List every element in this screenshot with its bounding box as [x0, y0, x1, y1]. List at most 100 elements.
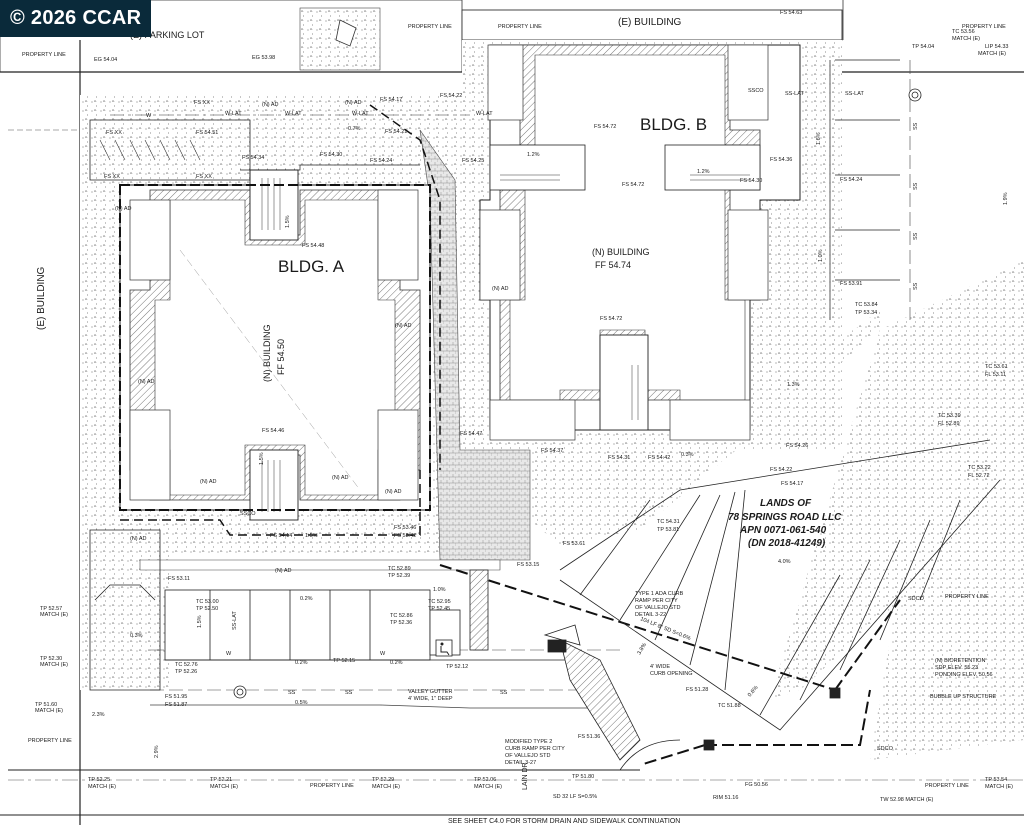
spot-fs-5431: FS 54.31 [608, 455, 630, 461]
spot-tp-5212: TP 52.12 [446, 664, 468, 670]
valley-gutter-2: 4' WIDE, 1" DEEP [408, 696, 453, 702]
bldg-a-label: BLDG. A [278, 257, 345, 276]
spot-tp-5239: TP 52.39 [388, 573, 410, 579]
spot-tp-5236: TP 52.36 [390, 620, 412, 626]
ss-5: SS [288, 690, 296, 696]
ss-lat-bottom: SS-LAT [232, 611, 238, 630]
slope-19a: 1.9% [1003, 192, 1009, 205]
spot-tc-5300: TC 53.00 [196, 599, 219, 605]
spot-tp-5229: TP 52.29 [372, 777, 394, 783]
slope-23a: 2.3% [92, 712, 105, 718]
lands-line-3: APN 0071-061-540 [739, 525, 827, 536]
spot-fs-5414: FS 54.14 [270, 533, 292, 539]
ss-2: SS [913, 182, 919, 190]
spot-tc-5322: TC 53.22 [968, 465, 991, 471]
spot-fs-xx-2: FS XX [194, 100, 210, 106]
spot-fs-5422b: FS 54.22 [770, 467, 792, 473]
spot-eg-5398: EG 53.98 [252, 55, 275, 61]
nad-4: (N) AD [332, 475, 349, 481]
spot-tw-5298: TW 52.98 MATCH (E) [880, 797, 934, 803]
bldg-a-building-label: (N) BUILDING [262, 324, 272, 382]
spot-tp-5257: TP 52.57 [40, 606, 62, 612]
spot-fs-5315: FS 53.15 [517, 562, 539, 568]
spot-fs-xx-3: FS XX [104, 174, 120, 180]
prop-line-br: PROPERTY LINE [925, 783, 969, 789]
spot-tc-5188: TC 51.88 [718, 703, 741, 709]
spot-fs-5417: FS 54.17 [380, 97, 402, 103]
spot-tp-5206: TP 52.06 [474, 777, 496, 783]
slope-15a: 1.5% [305, 533, 318, 539]
manhole-icons [233, 88, 922, 699]
nad-8: (N) AD [262, 102, 279, 108]
spot-fs-5451: FS 54.51 [196, 130, 218, 136]
paved-walks [139, 129, 531, 571]
prop-line-top: PROPERTY LINE [408, 24, 452, 30]
curb-opening-2: CURB OPENING [650, 671, 692, 677]
spot-tp-5250: TP 52.50 [196, 606, 218, 612]
spot-fs-5436: FS 54.36 [770, 157, 792, 163]
mod-note-2: CURB RAMP PER CITY [505, 746, 565, 752]
ss-7: SS [500, 690, 508, 696]
spot-tp-5354: TP 53.54 [985, 777, 1007, 783]
mod-note-4: DETAIL 3-27 [505, 760, 536, 766]
ss-4: SS [913, 282, 919, 290]
spot-tc-5361: TC 53.61 [985, 364, 1008, 370]
spot-fs-5136: FS 51.36 [578, 734, 600, 740]
slope-40a: 4.0% [778, 559, 791, 565]
mod-note-3: OF VALLEJO STD [505, 753, 550, 759]
ss-1: SS [913, 122, 919, 130]
ss-3: SS [913, 232, 919, 240]
spot-fs-5437: FS 54.37 [541, 448, 563, 454]
slope-15d: 1.5% [197, 615, 203, 628]
copyright-watermark: © 2026 CCAR [0, 0, 152, 37]
bioretention-3: PONDING ELEV. 50.56 [935, 672, 993, 678]
prop-line-r: PROPERTY LINE [945, 594, 989, 600]
valley-gutter-1: VALLEY GUTTER [408, 689, 452, 695]
spot-fs-5424: FS 54.24 [370, 158, 392, 164]
nad-7: (N) AD [492, 286, 509, 292]
curb-ramps [543, 624, 841, 771]
match-l2: MATCH (E) [40, 662, 68, 668]
spot-fs-5434: FS 54.34 [242, 155, 264, 161]
bldg-a-ff-label: FF 54.50 [276, 339, 286, 375]
match-b1: MATCH (E) [88, 784, 116, 790]
slope-02b: 0.2% [295, 660, 308, 666]
nad-3: (N) AD [200, 479, 217, 485]
match-b5: MATCH (E) [985, 784, 1013, 790]
e-building-left-label: (E) BUILDING [36, 266, 47, 330]
spot-fs-5361: FS 53.61 [563, 541, 585, 547]
spot-fs-5417b: FS 54.17 [781, 481, 803, 487]
accessible-parking-icon [435, 639, 453, 657]
lands-line-1: LANDS OF [760, 498, 812, 509]
bldg-b-label: BLDG. B [640, 115, 707, 134]
spot-fs-5422: FS 54.22 [440, 93, 462, 99]
spot-fs-xx-1: FS XX [106, 130, 122, 136]
match-tr: MATCH (E) [952, 36, 980, 42]
slope-10a: 1.0% [433, 587, 446, 593]
nad-5: (N) AD [385, 489, 402, 495]
match-l3: MATCH (E) [35, 708, 63, 714]
bioretention-2: SDP ELEV. 55.23 [935, 665, 978, 671]
spot-tc-5276: TC 52.76 [175, 662, 198, 668]
nad-10: (N) AD [130, 536, 147, 542]
spot-tc-5339: TC 53.39 [938, 413, 961, 419]
parking-stalls-angled [559, 59, 1001, 731]
spot-eg-5404: EG 54.04 [94, 57, 117, 63]
spot-tc-5431: TC 54.31 [657, 519, 680, 525]
bubble-up-label: BUBBLE UP STRUCTURE [930, 694, 997, 700]
slope-12a: 1.2% [527, 152, 540, 158]
spot-tp-5230: TP 52.30 [40, 656, 62, 662]
spot-fs-5446: FS 54.46 [262, 428, 284, 434]
slope-38a: 3.8% [637, 642, 649, 656]
footer-note: SEE SHEET C4.0 FOR STORM DRAIN AND SIDEW… [448, 818, 680, 825]
match-b3: MATCH (E) [372, 784, 400, 790]
ss-6: SS [345, 690, 353, 696]
slope-03a: 0.3% [130, 633, 143, 639]
slope-15c: 1.5% [259, 452, 265, 465]
spot-fl-5311: FL 53.11 [985, 372, 1006, 378]
match-tr2: MATCH (E) [978, 51, 1006, 57]
spot-elevations: FS 54.51 FS 54.34 FS 54.30 FS 54.24 FS 5… [35, 10, 1008, 803]
curb-opening-1: 4' WIDE [650, 664, 670, 670]
